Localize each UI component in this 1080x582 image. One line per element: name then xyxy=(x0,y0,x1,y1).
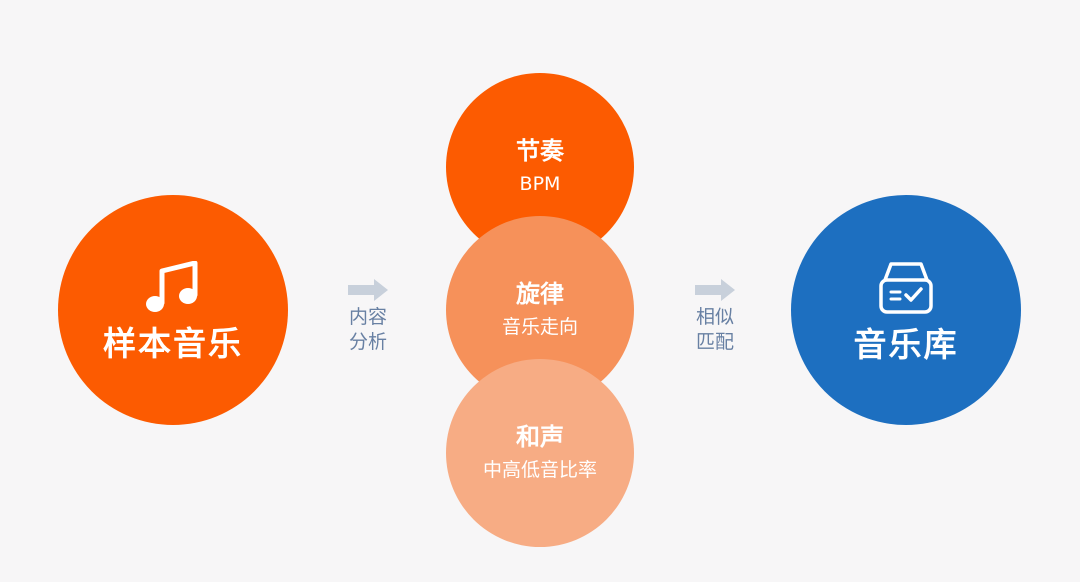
music-library-node: 音乐库 xyxy=(791,195,1021,425)
rhythm-title: 节奏 xyxy=(516,137,564,166)
archive-box-check-icon xyxy=(877,260,935,316)
music-note-icon xyxy=(145,260,201,315)
harmony-node: 和声 中高低音比率 xyxy=(446,359,634,547)
melody-node: 旋律 音乐走向 xyxy=(446,216,634,404)
melody-subtitle: 音乐走向 xyxy=(501,316,578,339)
sample-music-node: 样本音乐 xyxy=(58,195,288,425)
arrow-label-line1: 内容 xyxy=(348,306,387,328)
harmony-title: 和声 xyxy=(516,423,564,452)
arrow-label-line2: 匹配 xyxy=(695,331,734,353)
rhythm-subtitle: BPM xyxy=(519,173,561,196)
right-arrow-icon xyxy=(695,279,735,301)
similarity-match-arrow: 相似 匹配 xyxy=(685,279,745,355)
arrow-label-line1: 相似 xyxy=(695,306,734,328)
content-analysis-arrow: 内容 分析 xyxy=(338,279,398,355)
right-arrow-icon xyxy=(348,279,388,301)
melody-title: 旋律 xyxy=(516,280,564,309)
harmony-subtitle: 中高低音比率 xyxy=(482,459,597,482)
arrow-label-line2: 分析 xyxy=(348,331,387,353)
sample-music-label: 样本音乐 xyxy=(103,323,243,363)
music-library-label: 音乐库 xyxy=(853,324,959,364)
